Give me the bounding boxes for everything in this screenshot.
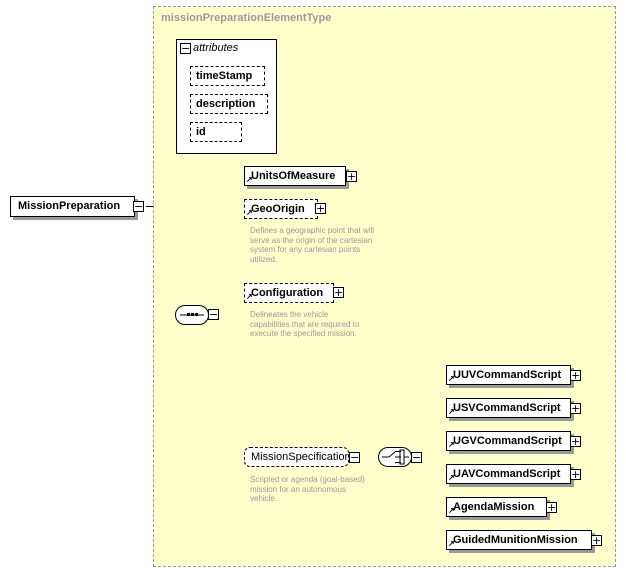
root-element-missionpreparation[interactable]: MissionPreparation [10,196,135,217]
element-unitsofmeasure[interactable]: ↗ UnitsOfMeasure [244,166,346,186]
minus-box-icon[interactable]: − [133,200,144,213]
reference-arrow-icon: ↗ [448,506,455,515]
geoorigin-description: Defines a geographic point that will ser… [250,226,375,264]
plus-box-icon[interactable]: + [315,202,326,215]
element-label: USVCommandScript [453,402,561,414]
element-configuration[interactable]: ↗ Configuration [244,283,334,303]
element-label: UGVCommandScript [453,435,562,447]
element-label: GuidedMunitionMission [453,534,578,546]
element-label: GeoOrigin [251,203,305,215]
element-agendamission[interactable]: ↗ AgendaMission [446,497,547,517]
sequence-compositor-icon[interactable] [175,305,209,325]
minus-box-icon[interactable]: − [411,451,422,464]
configuration-description: Delineates the vehicle capabilities that… [250,310,360,338]
element-uuvcommandscript[interactable]: ↗ UUVCommandScript [446,365,571,385]
reference-arrow-icon: ↗ [448,539,455,548]
element-guidedmunitionmission[interactable]: ↗ GuidedMunitionMission [446,530,592,550]
plus-box-icon[interactable]: + [570,402,581,415]
element-usvcommandscript[interactable]: ↗ USVCommandScript [446,398,571,418]
element-label: MissionSpecification [251,451,351,463]
element-uavcommandscript[interactable]: ↗ UAVCommandScript [446,464,571,484]
reference-arrow-icon: ↗ [246,292,253,301]
plus-box-icon[interactable]: + [546,501,557,514]
plus-box-icon[interactable]: + [333,286,344,299]
plus-box-icon[interactable]: + [570,435,581,448]
missionspecification-description: Scripted or agenda (goal-based) mission … [250,475,365,503]
complex-type-title: missionPreparationElementType [161,12,332,24]
plus-box-icon[interactable]: + [570,369,581,382]
attribute-timestamp[interactable]: timeStamp [190,66,265,86]
plus-box-icon[interactable]: + [591,534,602,547]
reference-arrow-icon: ↗ [448,407,455,416]
reference-arrow-icon: ↗ [246,208,253,217]
element-geoorigin[interactable]: ↗ GeoOrigin [244,199,318,219]
plus-box-icon[interactable]: + [346,170,357,183]
element-label: UnitsOfMeasure [251,170,336,182]
plus-box-icon[interactable]: + [570,468,581,481]
reference-arrow-icon: ↗ [448,374,455,383]
reference-arrow-icon: ↗ [448,473,455,482]
reference-arrow-icon: ↗ [448,440,455,449]
choice-compositor-icon[interactable] [378,447,412,467]
attributes-title: attributes [193,42,239,54]
attribute-description[interactable]: description [190,94,268,114]
minus-box-icon[interactable]: − [180,42,191,55]
element-label: Configuration [251,287,324,299]
root-element-label: MissionPreparation [18,200,121,212]
element-missionspecification[interactable]: MissionSpecification [244,447,351,467]
element-ugvcommandscript[interactable]: ↗ UGVCommandScript [446,431,571,451]
minus-box-icon[interactable]: − [349,451,360,464]
reference-arrow-icon: ↗ [246,175,253,184]
element-label: UAVCommandScript [453,468,561,480]
element-label: UUVCommandScript [453,369,562,381]
element-label: AgendaMission [453,501,535,513]
attribute-id[interactable]: id [190,122,242,142]
minus-box-icon[interactable]: − [208,308,219,321]
